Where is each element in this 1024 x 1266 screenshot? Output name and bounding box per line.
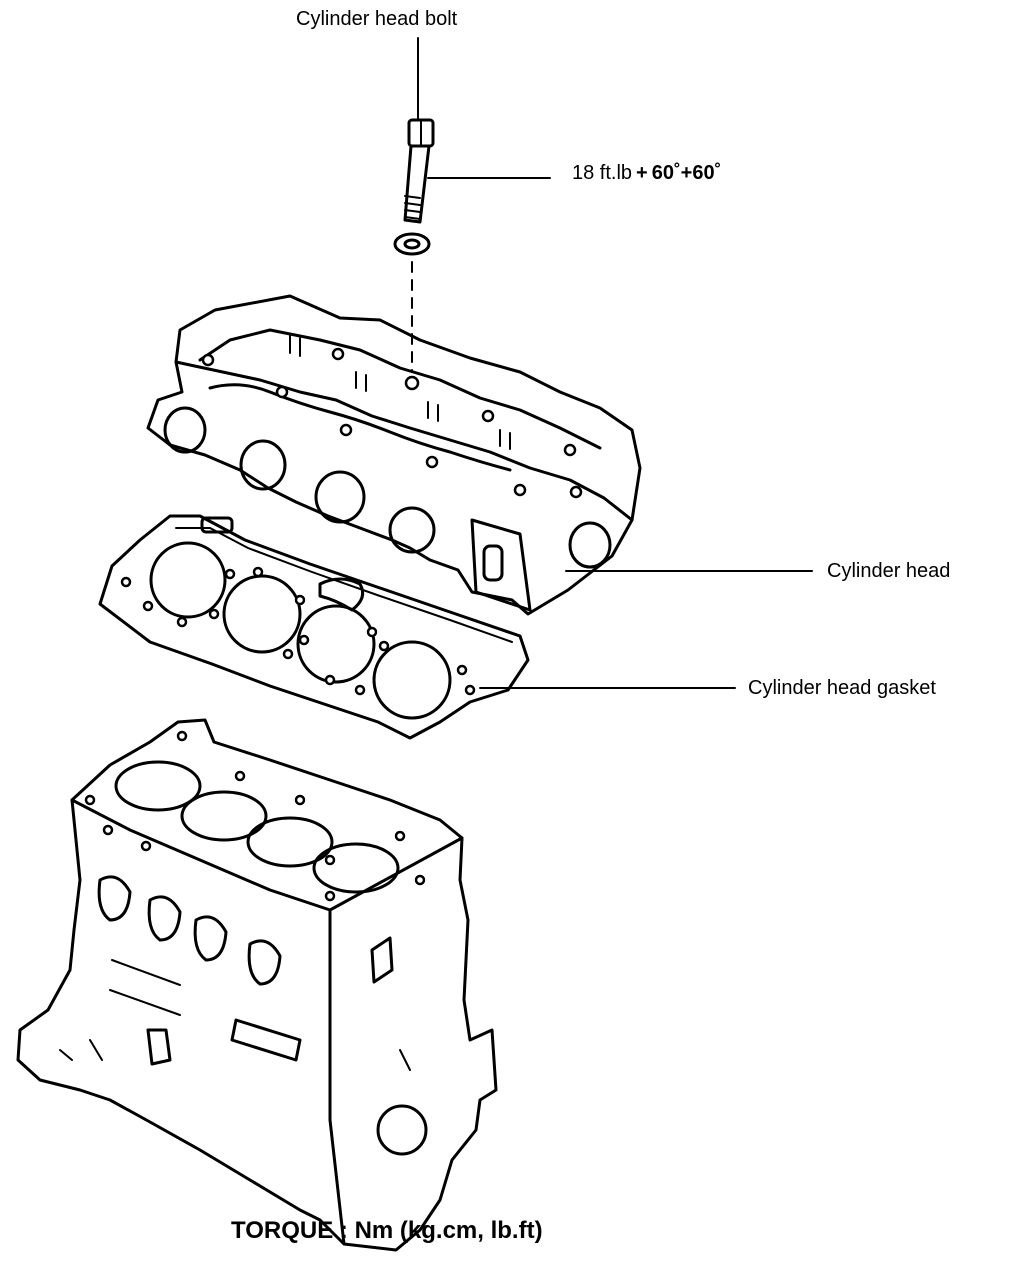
cylinder-block (16, 718, 498, 1252)
bolt-washer (393, 232, 431, 256)
cylinder-head-label: Cylinder head (827, 560, 951, 582)
cylinder-head-gasket-label: Cylinder head gasket (748, 677, 936, 699)
torque-units-caption: TORQUE : Nm (kg.cm, lb.ft) (231, 1217, 543, 1244)
torque-spec-angle: 60˚+60˚ (651, 162, 722, 184)
torque-spec-base: 18 ft.lb (572, 162, 633, 184)
bolt-torque-spec: 18 ft.lb + 60˚+60˚ (572, 162, 721, 185)
cylinder-head (146, 294, 642, 616)
torque-spec-plus: + (636, 162, 648, 184)
cylinder-head-gasket (98, 514, 530, 740)
cylinder-head-bolt-label: Cylinder head bolt (296, 8, 458, 30)
cylinder-head-bolt (403, 118, 435, 224)
